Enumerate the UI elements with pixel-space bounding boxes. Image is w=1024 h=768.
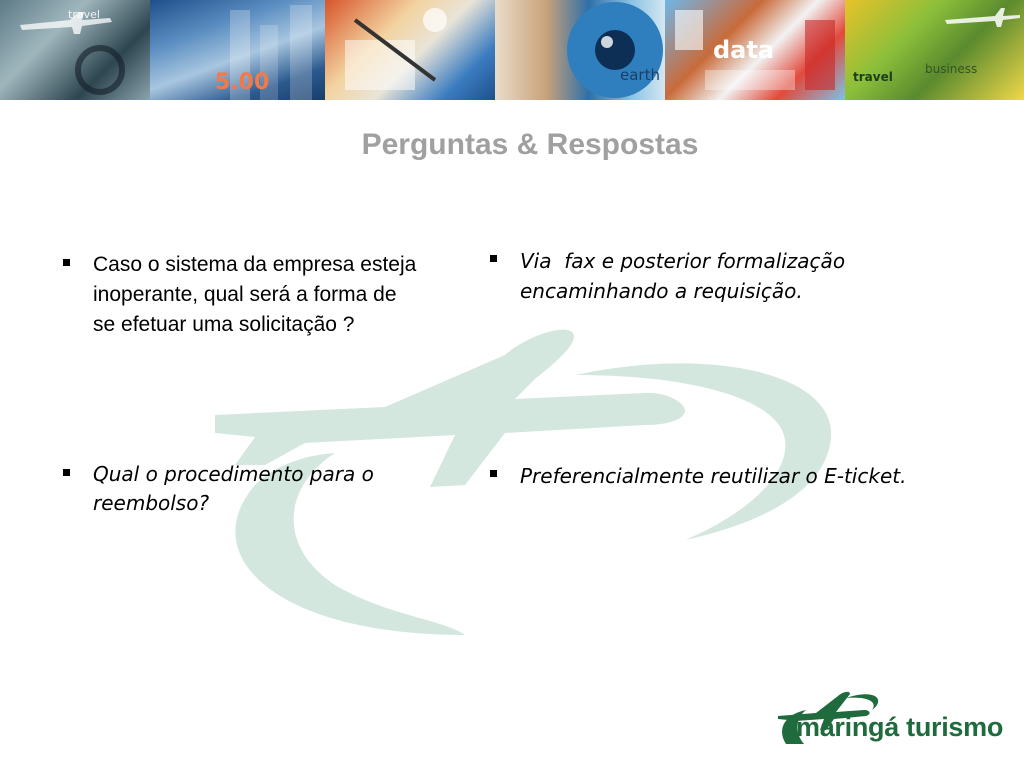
company-logo: maringá turismo	[776, 688, 1008, 748]
data-graphic	[675, 10, 835, 90]
banner-photo-city: 5.00	[150, 0, 325, 100]
logo-text: maringá turismo	[796, 712, 1004, 742]
question-item: Caso o sistema da empresa esteja inopera…	[61, 250, 421, 340]
eye-graphic	[567, 2, 663, 98]
banner-photo-airplane: travel	[0, 0, 150, 100]
slide-title: Perguntas & Respostas	[361, 128, 699, 161]
bullet-icon	[490, 255, 497, 262]
bullet-icon	[63, 259, 70, 266]
answer-item: Via fax e posterior formalização encamin…	[488, 246, 968, 306]
banner-price: 5.00	[215, 70, 270, 95]
banner-photo-documents	[325, 0, 495, 100]
airplane-icon	[20, 12, 125, 95]
banner-label: data	[713, 36, 775, 64]
banner-label: business	[925, 62, 978, 76]
bullet-icon	[63, 469, 70, 476]
pen-graphic	[345, 8, 447, 90]
airplane-icon	[945, 8, 1020, 27]
logo-airplane-icon	[778, 691, 879, 744]
bullet-icon	[490, 470, 497, 477]
banner-label: earth	[620, 66, 660, 84]
answer-list-2: Preferencialmente reutilizar o E-ticket.	[488, 461, 938, 491]
header-banner: travel 5.00 earth data	[0, 0, 1024, 100]
answer-text: Via fax e posterior formalização encamin…	[520, 249, 852, 303]
banner-label: travel	[853, 70, 893, 84]
banner-photo-data: data	[665, 0, 845, 100]
answer-text: Preferencialmente reutilizar o E-ticket.	[520, 464, 907, 488]
question-text: Caso o sistema da empresa esteja inopera…	[93, 253, 417, 336]
question-list-2: Qual o procedimento para o reembolso?	[61, 460, 401, 518]
question-item: Qual o procedimento para o reembolso?	[61, 460, 401, 518]
question-text: Qual o procedimento para o reembolso?	[93, 462, 374, 515]
banner-photo-travel: travel business	[845, 0, 1024, 100]
answer-item: Preferencialmente reutilizar o E-ticket.	[488, 461, 938, 491]
airplane-watermark-icon	[215, 329, 832, 635]
banner-photo-eye: earth	[495, 0, 665, 100]
city-graphic	[230, 5, 312, 100]
answer-list-1: Via fax e posterior formalização encamin…	[488, 246, 968, 306]
banner-label: travel	[68, 8, 100, 21]
question-list-1: Caso o sistema da empresa esteja inopera…	[61, 250, 421, 340]
